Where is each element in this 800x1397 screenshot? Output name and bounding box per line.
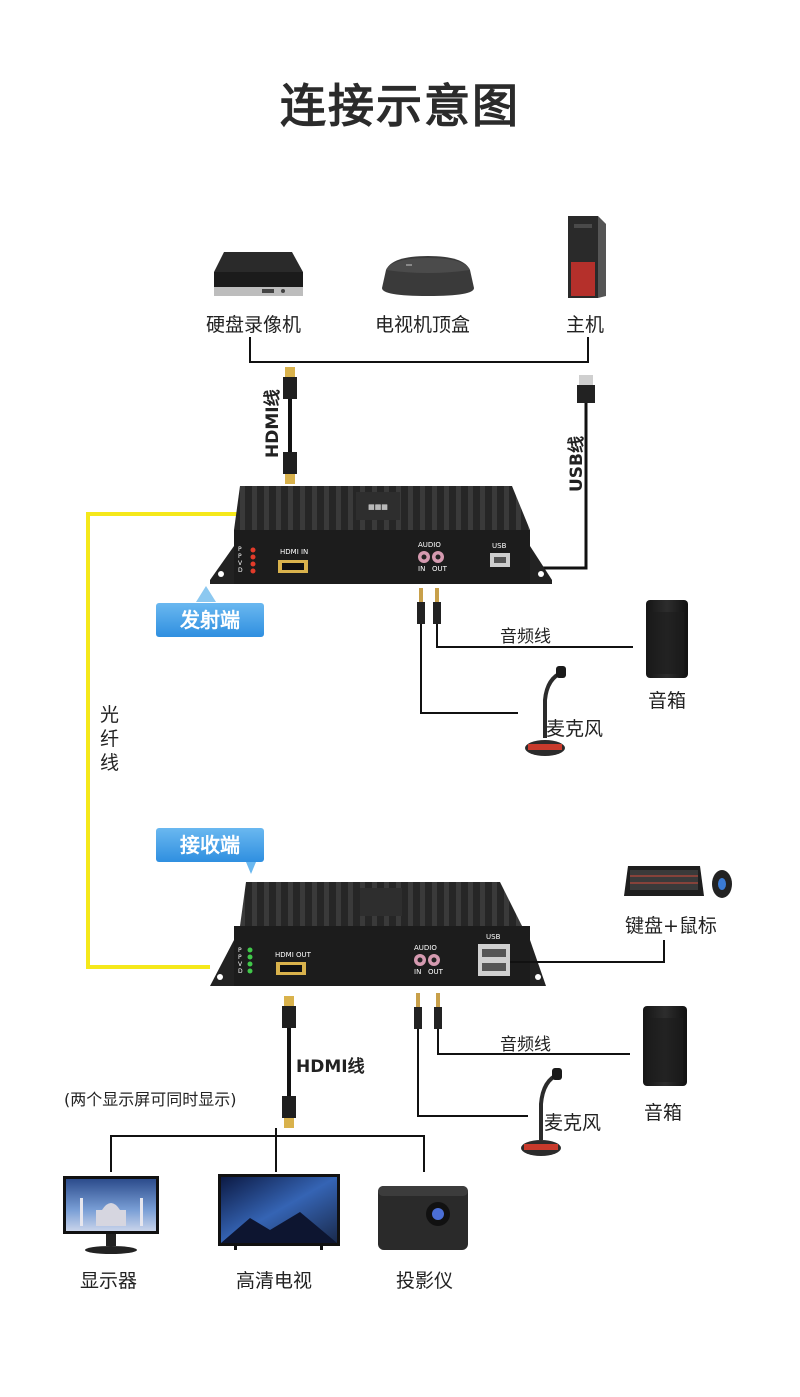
speaker-tx-icon	[646, 600, 688, 678]
pc-label: 主机	[566, 314, 605, 336]
tx-led-label: PPVD	[238, 546, 243, 574]
rx-badge-pointer	[246, 862, 256, 874]
rx-port-audio: AUDIO	[414, 944, 437, 952]
set-top-box-icon	[382, 256, 474, 296]
monitor-icon	[63, 1176, 159, 1254]
mic-tx-label: 麦克风	[546, 718, 604, 740]
source-bus-line	[249, 337, 589, 363]
fiber-line	[86, 512, 237, 969]
dual-display-note: (两个显示屏可同时显示)	[64, 1090, 237, 1109]
rx-port-hdmi: HDMI OUT	[275, 951, 311, 959]
tx-port-audio: AUDIO	[418, 541, 441, 549]
audio-plugs-rx	[414, 993, 630, 1117]
usb-cable-label: USB线	[567, 435, 587, 492]
usb-line-rx	[510, 940, 665, 963]
speaker-rx-icon	[643, 1006, 687, 1086]
dvr-icon	[214, 252, 303, 296]
speaker-rx-label: 音箱	[644, 1102, 683, 1124]
fiber-label-char-3: 线	[100, 752, 120, 774]
tx-port-out: OUT	[432, 565, 447, 573]
hdmi-cable-rx	[282, 996, 296, 1128]
receiver-device	[210, 882, 546, 986]
fiber-label-char-1: 光	[100, 704, 120, 726]
rx-port-in: IN	[414, 968, 422, 976]
pc-tower-icon	[568, 216, 606, 298]
projector-label: 投影仪	[396, 1270, 454, 1292]
dvr-label: 硬盘录像机	[206, 314, 302, 336]
svg-text:▦▦▦: ▦▦▦	[368, 503, 388, 511]
tv-label: 高清电视	[236, 1270, 313, 1292]
page-title: 连接示意图	[280, 79, 520, 133]
fiber-label-char-2: 纤	[100, 728, 120, 750]
rx-led-label: PPVD	[238, 947, 243, 975]
rx-port-out: OUT	[428, 968, 443, 976]
microphone-tx-icon	[525, 666, 566, 756]
display-bus-line	[110, 1128, 425, 1172]
tx-port-in: IN	[418, 565, 426, 573]
mic-rx-label: 麦克风	[544, 1112, 602, 1134]
projector-icon	[378, 1186, 468, 1250]
tx-badge-pointer	[196, 586, 216, 602]
audio-cable-rx-label: 音频线	[500, 1035, 551, 1055]
audio-plugs-tx	[417, 588, 633, 714]
hdmi-cable-tx-label: HDMI线	[263, 389, 283, 458]
fiber-label: 光 纤 线	[100, 703, 120, 775]
keyboard-mouse-label: 键盘+鼠标	[625, 915, 717, 937]
tx-port-hdmi: HDMI IN	[280, 548, 309, 556]
hdmi-cable-tx	[283, 367, 297, 484]
keyboard-mouse-icon	[624, 866, 732, 898]
stb-label: 电视机顶盒	[375, 314, 471, 336]
tx-port-usb: USB	[492, 542, 507, 550]
microphone-rx-icon	[521, 1068, 562, 1156]
audio-cable-tx-label: 音频线	[500, 627, 551, 647]
rx-port-usb: USB	[486, 933, 501, 941]
transmitter-badge: 发射端	[156, 603, 264, 637]
monitor-label: 显示器	[80, 1270, 138, 1292]
hdmi-cable-rx-label: HDMI线	[296, 1057, 365, 1077]
tv-icon	[218, 1174, 340, 1250]
speaker-tx-label: 音箱	[648, 690, 687, 712]
transmitter-device: ▦▦▦	[210, 486, 552, 584]
receiver-badge: 接收端	[156, 828, 264, 862]
